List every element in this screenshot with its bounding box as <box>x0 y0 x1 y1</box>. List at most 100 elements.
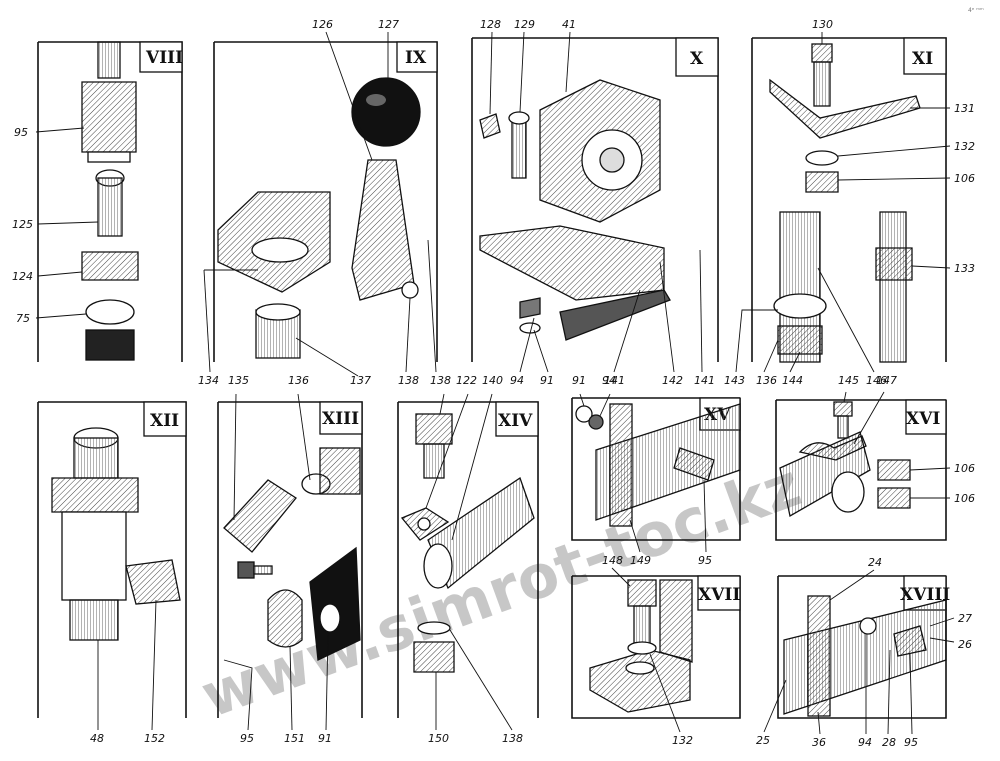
callout: 132 <box>672 734 693 747</box>
nipple-125 <box>95 169 125 237</box>
callout: 138 <box>430 374 451 387</box>
callout: 106 <box>954 492 975 505</box>
callout: 95 <box>698 554 712 567</box>
strip-141 <box>559 289 671 341</box>
hose-nipple-135 <box>223 479 297 553</box>
callout: 91 <box>318 732 332 745</box>
clamp-151 <box>267 589 303 648</box>
callout: 36 <box>812 736 826 749</box>
callout: 94 <box>858 736 872 749</box>
washer-138 <box>417 621 451 635</box>
panel-xviii: XVIII 24 27 26 25 36 94 28 95 <box>756 556 972 749</box>
callout: 128 <box>480 18 501 31</box>
panel-label-xvii: XVII <box>698 585 740 605</box>
plate-142 <box>479 225 665 301</box>
callout: 132 <box>954 140 975 153</box>
bracket-strip-131 <box>769 78 921 139</box>
tube-bundle-149 <box>595 403 741 527</box>
callout: 143 <box>724 374 745 387</box>
callout: 149 <box>630 554 651 567</box>
nut-106 <box>877 487 911 509</box>
callout: 94 <box>510 374 524 387</box>
callout: 106 <box>954 462 975 475</box>
callout: 28 <box>882 736 896 749</box>
callout: 146 <box>866 374 887 387</box>
callout: 91 <box>540 374 554 387</box>
callout: 138 <box>398 374 419 387</box>
callout: 25 <box>756 734 770 747</box>
bolt-95 <box>237 561 255 579</box>
callout: 126 <box>312 18 333 31</box>
callout: 141 <box>604 374 625 387</box>
nut-94 <box>519 297 541 319</box>
callout: 135 <box>228 374 249 387</box>
fitting-152 <box>125 559 181 605</box>
callout: 122 <box>456 374 477 387</box>
callout: 150 <box>428 732 449 745</box>
washer-91 <box>519 322 541 334</box>
panel-xiii: XIII 135 136 95 151 91 <box>217 374 363 745</box>
bolt-145 <box>833 401 853 417</box>
bolt-130 <box>811 43 833 63</box>
panel-label-ix: IX <box>405 48 427 68</box>
washer-132 <box>627 641 657 655</box>
panel-ix: IX 126 127 134 137 138 <box>198 18 438 387</box>
callout: 130 <box>812 18 833 31</box>
panel-xiv: XIV 138 122 140 150 138 <box>397 374 539 745</box>
knob-127 <box>351 77 421 147</box>
callout: 133 <box>954 262 975 275</box>
callout: 137 <box>350 374 371 387</box>
bolt-129 <box>511 115 527 179</box>
hose-91 <box>309 546 361 661</box>
ring-75 <box>85 299 135 325</box>
callout: 140 <box>482 374 503 387</box>
callout: 95 <box>904 736 918 749</box>
callout: 151 <box>284 732 305 745</box>
callout: 152 <box>144 732 165 745</box>
fitting-body-95 <box>81 41 137 163</box>
callout: 106 <box>954 172 975 185</box>
cap-128 <box>479 113 501 139</box>
bolt-95 <box>673 447 715 481</box>
panel-label-xviii: XVIII <box>900 585 950 605</box>
clamp-147 <box>798 435 867 461</box>
nut-144 <box>777 325 823 355</box>
nut-106 <box>805 171 839 193</box>
callout: 41 <box>562 18 576 31</box>
angle-bracket <box>589 649 691 713</box>
panel-xv: XV 91 94 149 95 <box>571 374 741 567</box>
panel-viii: VIII 95 125 124 75 <box>12 41 183 362</box>
callout: 91 <box>572 374 586 387</box>
panel-label-xvi: XVI <box>906 409 940 429</box>
panel-x: X 128 129 41 94 91 141 142 141 <box>471 18 719 387</box>
callout: 27 <box>958 612 972 625</box>
corner-note: 4ᵉ ᵐᵐ <box>968 7 984 14</box>
panel-label-xiv: XIV <box>498 411 533 431</box>
callout: 124 <box>12 270 33 283</box>
panel-label-x: X <box>690 49 704 69</box>
tube-133 <box>879 211 907 363</box>
panel-label-xi: XI <box>912 49 933 69</box>
washer-132 <box>805 150 839 166</box>
callout: 141 <box>694 374 715 387</box>
nut-106 <box>877 459 911 481</box>
callout: 24 <box>868 556 882 569</box>
nut-124 <box>81 251 139 281</box>
bolt-95 <box>893 625 927 657</box>
callout: 94 <box>602 374 616 387</box>
callout: 129 <box>514 18 535 31</box>
callout: 131 <box>954 102 975 115</box>
nut-94 <box>588 414 604 430</box>
callout: 142 <box>662 374 683 387</box>
panel-xii: XII 48 152 <box>37 401 187 745</box>
callout: 48 <box>90 732 104 745</box>
panel-label-xii: XII <box>150 411 179 431</box>
clamp-24 <box>807 595 831 717</box>
callout: 134 <box>198 374 219 387</box>
callout: 95 <box>240 732 254 745</box>
panel-label-viii: VIII <box>145 48 183 68</box>
washer-94 <box>859 617 877 635</box>
callout: 145 <box>838 374 859 387</box>
panel-xi: XI 130 131 132 106 133 143 136 144 146 <box>724 18 975 387</box>
